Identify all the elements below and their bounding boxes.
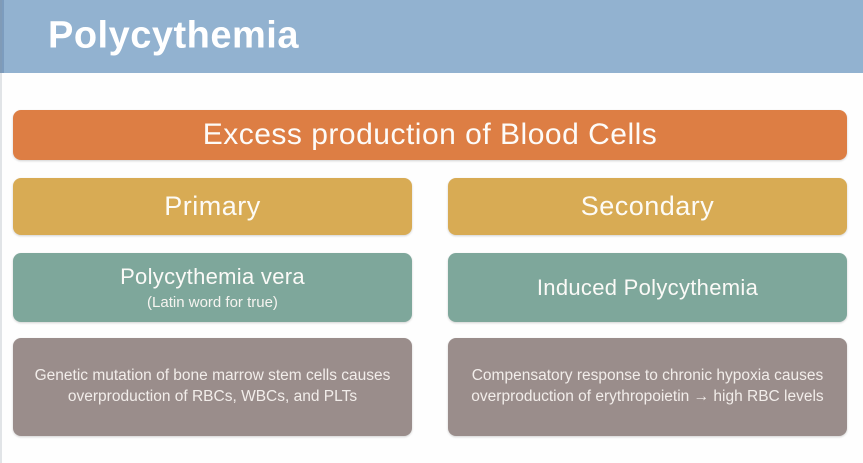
root-node-label: Excess production of Blood Cells: [202, 118, 658, 151]
page-left-edge: [0, 0, 2, 463]
description-node-primary: Genetic mutation of bone marrow stem cel…: [13, 338, 412, 436]
branch-node-primary: Primary: [13, 178, 412, 235]
description-primary-text: Genetic mutation of bone marrow stem cel…: [34, 367, 391, 405]
root-node-excess-production: Excess production of Blood Cells: [13, 110, 847, 160]
page-title: Polycythemia: [48, 14, 299, 57]
type-node-induced-polycythemia: Induced Polycythemia: [448, 253, 847, 322]
type-vera-note: (Latin word for true): [147, 294, 278, 311]
branch-node-secondary: Secondary: [448, 178, 847, 235]
branch-primary-label: Primary: [164, 191, 261, 221]
slide-header: Polycythemia: [0, 0, 863, 73]
branch-secondary-label: Secondary: [580, 191, 715, 221]
type-vera-label: Polycythemia vera: [120, 264, 305, 289]
type-node-polycythemia-vera: Polycythemia vera (Latin word for true): [13, 253, 412, 322]
description-secondary-text: Compensatory response to chronic hypoxia…: [471, 367, 824, 405]
description-node-secondary: Compensatory response to chronic hypoxia…: [448, 338, 847, 436]
header-accent-stripe: [0, 0, 4, 73]
type-induced-label: Induced Polycythemia: [536, 274, 759, 300]
